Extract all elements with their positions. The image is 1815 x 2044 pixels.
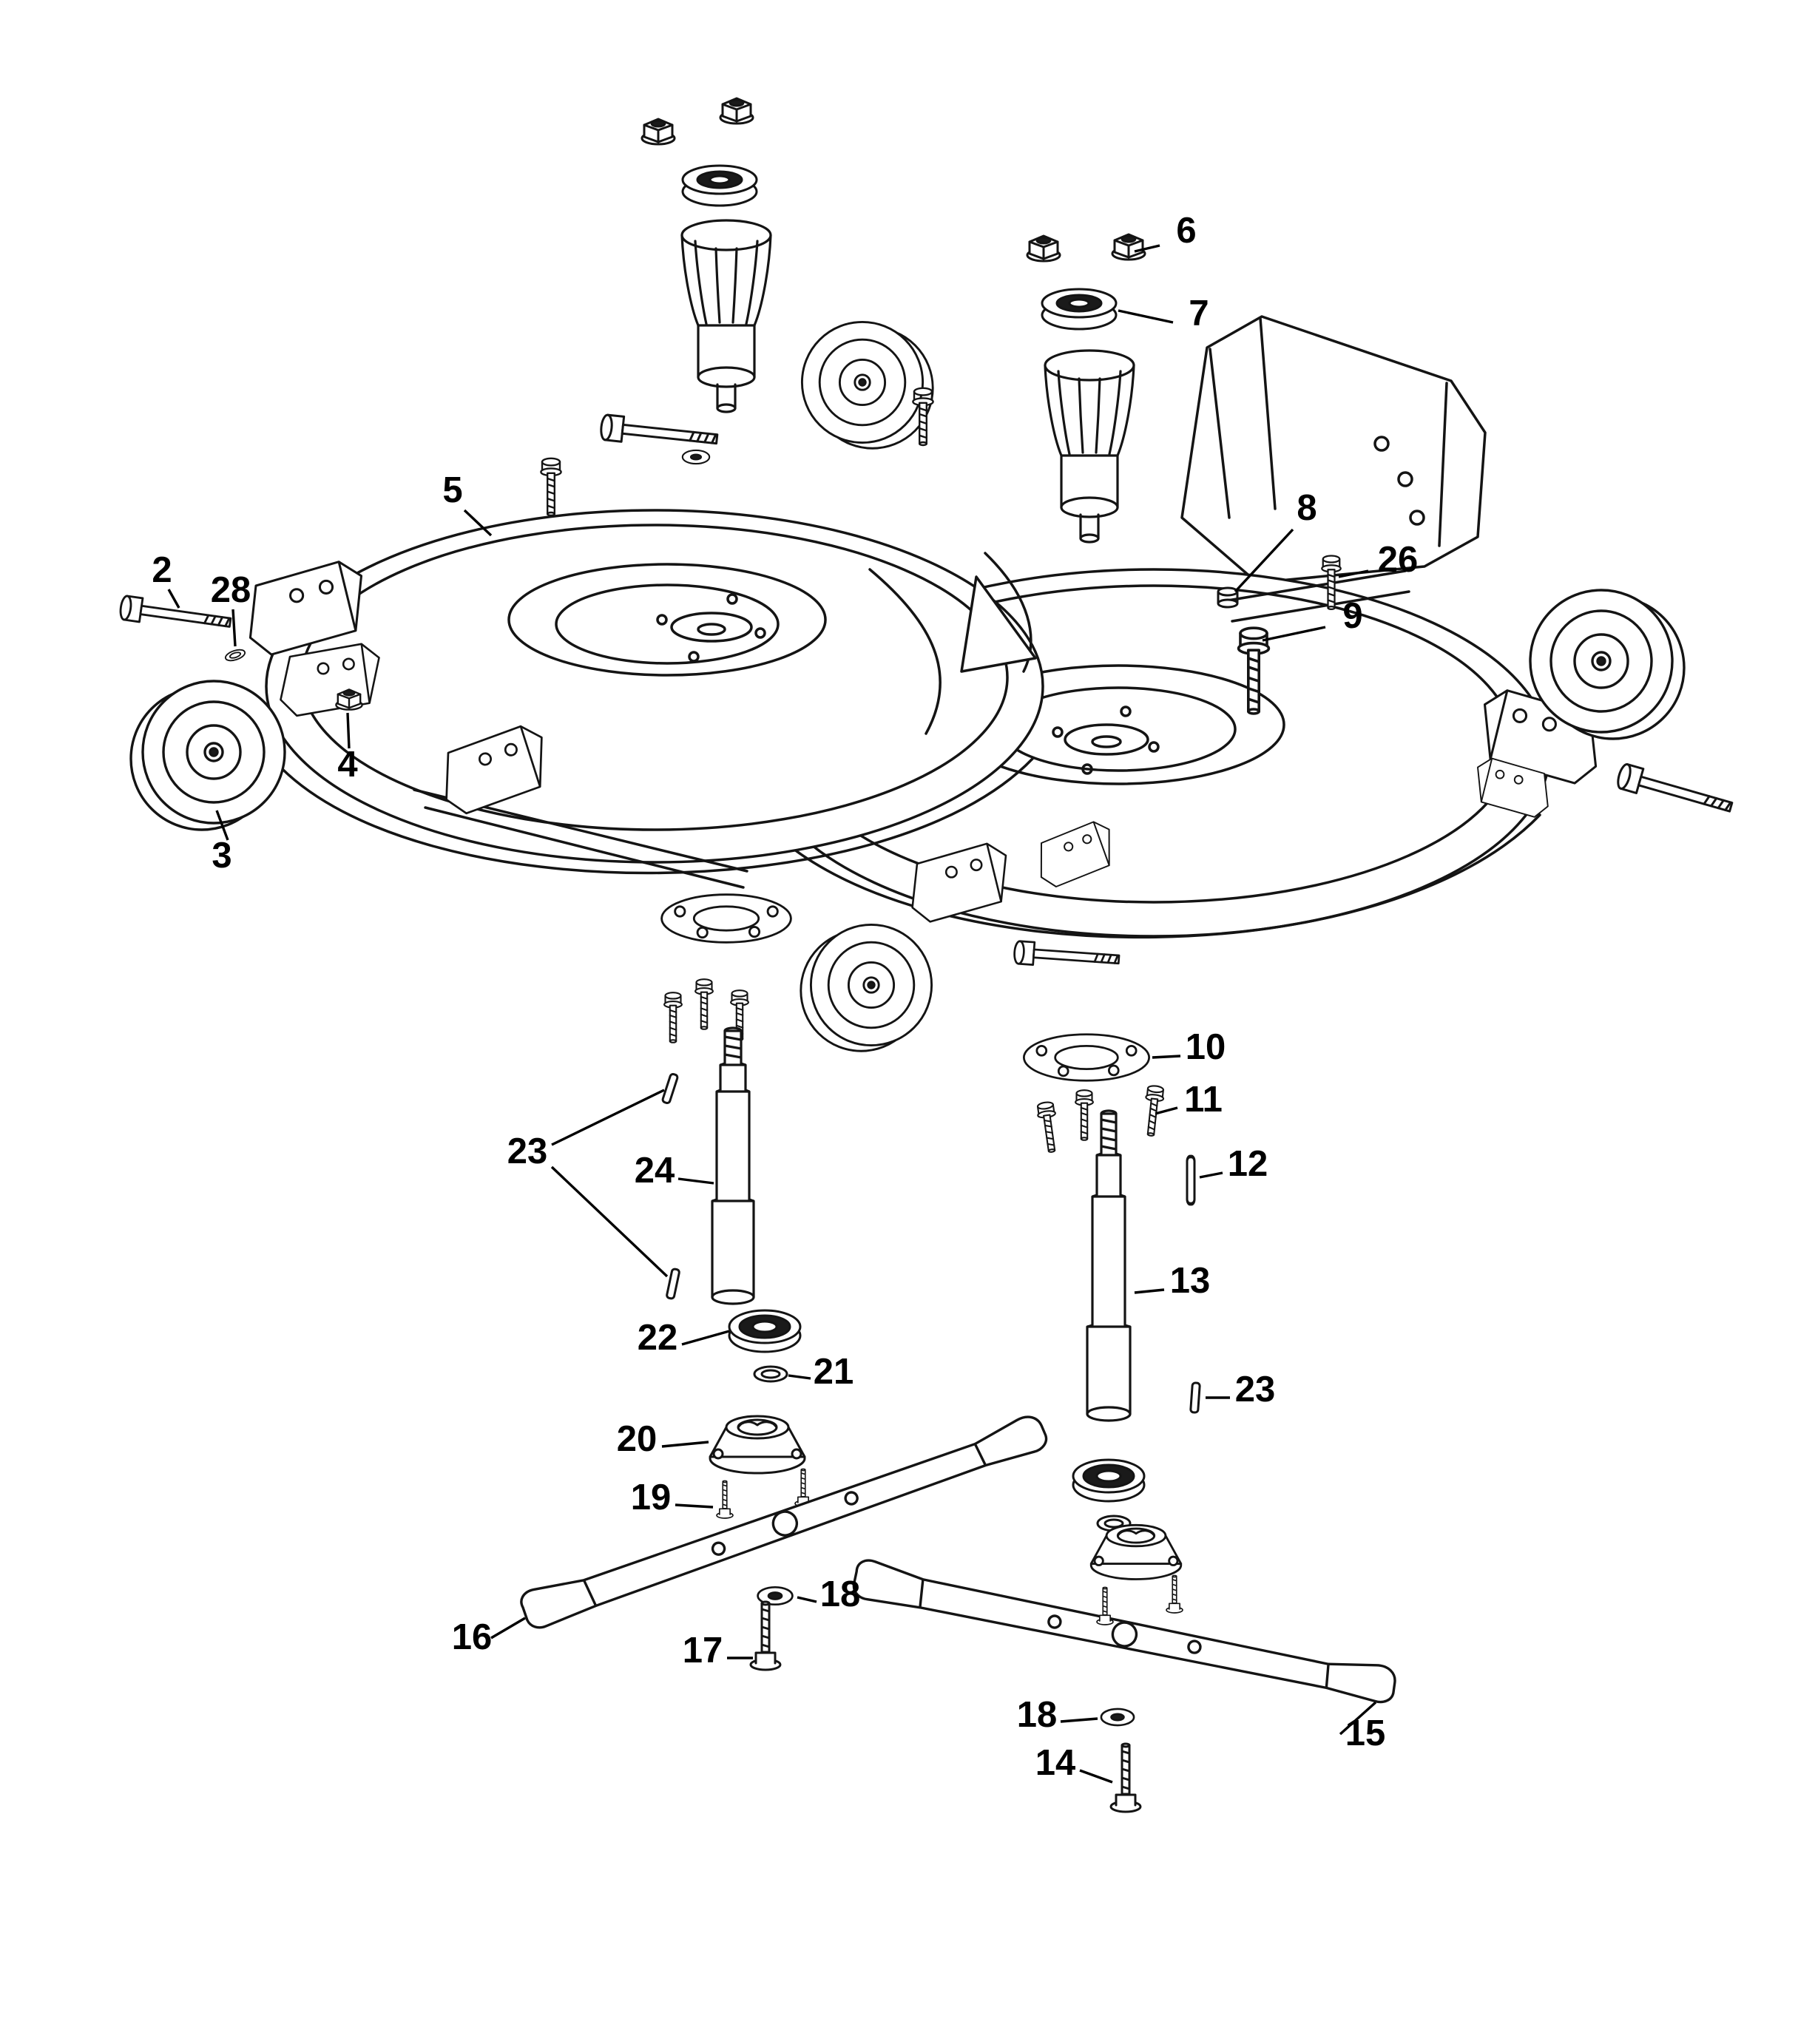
callout-9: 9	[1342, 596, 1362, 636]
leader-line-5	[463, 509, 493, 537]
flange-nut	[719, 97, 754, 125]
leader-line-23-a	[551, 1089, 665, 1146]
callout-3: 3	[212, 836, 231, 876]
left-spindle-stack	[660, 893, 812, 1671]
callout-23-a: 23	[507, 1131, 548, 1171]
leader-line-6	[1134, 244, 1160, 253]
ring-part21	[753, 1365, 788, 1383]
key-part23	[1189, 1381, 1201, 1414]
bearing-part22	[728, 1309, 802, 1353]
flange-nut	[1111, 233, 1146, 261]
callout-18-b: 18	[1017, 1695, 1058, 1735]
gasket-part10	[1022, 1033, 1151, 1082]
spindle-shaft-part13	[1086, 1109, 1132, 1422]
callout-14: 14	[1035, 1743, 1076, 1783]
callout-10: 10	[1186, 1027, 1226, 1067]
bearing	[1072, 1458, 1146, 1503]
leader-line-12	[1199, 1171, 1223, 1179]
washer	[681, 449, 711, 465]
callout-6: 6	[1176, 211, 1196, 251]
leader-line-10	[1152, 1055, 1181, 1059]
callout-11: 11	[1184, 1080, 1223, 1120]
leader-line-15	[1339, 1701, 1377, 1736]
callout-7: 7	[1189, 294, 1209, 334]
leader-line-16	[490, 1617, 526, 1639]
leader-line-26	[1338, 569, 1369, 578]
leader-line-23-a	[550, 1165, 669, 1278]
callout-18-a: 18	[820, 1574, 861, 1614]
leader-line-19	[675, 1503, 714, 1509]
flange-nut	[641, 118, 676, 146]
callout-13: 13	[1170, 1261, 1211, 1301]
leader-line-11	[1155, 1106, 1178, 1115]
callout-23-b: 23	[1235, 1370, 1276, 1410]
leader-line-2	[167, 589, 180, 609]
callout-4: 4	[337, 745, 357, 785]
washer-part18	[1100, 1708, 1135, 1727]
spindle-cap	[681, 164, 758, 207]
leader-line-7	[1118, 309, 1174, 324]
callout-24: 24	[635, 1151, 675, 1191]
callout-17: 17	[683, 1631, 723, 1671]
leader-line-3	[215, 810, 229, 841]
leader-line-14	[1079, 1769, 1113, 1784]
leader-line-8	[1234, 528, 1294, 593]
leader-line-21	[788, 1374, 811, 1380]
callout-5: 5	[442, 470, 462, 510]
leader-line-9	[1262, 626, 1326, 642]
callout-21: 21	[814, 1352, 854, 1392]
callout-2: 2	[152, 550, 172, 590]
leader-line-18-b	[1060, 1717, 1098, 1723]
leader-line-20	[661, 1441, 709, 1448]
callout-28: 28	[211, 570, 251, 610]
spindle-cap-part7	[1041, 288, 1118, 331]
callout-8: 8	[1297, 488, 1317, 528]
callout-16: 16	[452, 1617, 493, 1657]
leader-line-22	[681, 1330, 730, 1346]
leader-line-28	[231, 609, 237, 647]
leader-line-24	[677, 1177, 714, 1185]
callout-15: 15	[1345, 1713, 1386, 1753]
right-spindle-stack	[1022, 1033, 1201, 1813]
leader-line-13	[1134, 1288, 1165, 1294]
callout-12: 12	[1228, 1144, 1268, 1184]
callout-26: 26	[1378, 540, 1419, 580]
pin-part12	[1187, 1157, 1194, 1204]
spindle-shaft-part24	[711, 1026, 755, 1305]
leader-line-18-a	[797, 1596, 817, 1603]
nut-part4	[335, 688, 363, 711]
leader-line-4	[346, 712, 351, 749]
gasket-plate	[660, 893, 792, 944]
callout-19: 19	[631, 1478, 672, 1517]
flange-nut	[1026, 234, 1061, 263]
callout-22: 22	[638, 1318, 678, 1358]
callout-20: 20	[617, 1419, 658, 1459]
